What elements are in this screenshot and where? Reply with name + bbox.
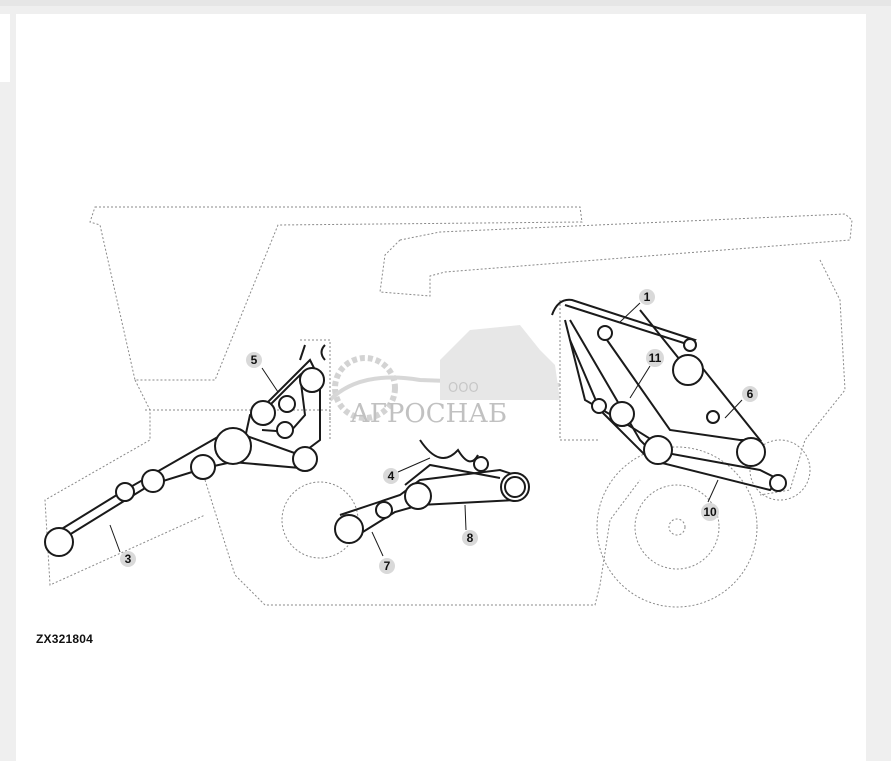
callout-4: 4	[383, 468, 399, 484]
callout-6: 6	[742, 386, 758, 402]
pulley-idler	[706, 410, 720, 424]
combine-silhouette-icon	[440, 325, 560, 400]
svg-text:4: 4	[388, 469, 395, 483]
pulley-idler	[591, 398, 607, 414]
svg-text:10: 10	[703, 505, 717, 519]
callout-11: 11	[646, 349, 664, 367]
callouts: 1 3 4 5 6 7 8 10	[120, 289, 758, 574]
pulley-idler	[292, 446, 318, 472]
belt-group-right	[551, 298, 787, 492]
pulley-idler	[683, 338, 697, 352]
pulley-idler	[276, 421, 294, 439]
watermark-brand-text: АГРОСНАБ	[350, 399, 507, 429]
gear-icon	[332, 355, 398, 421]
figure-code: ZX321804	[36, 632, 93, 646]
belt-group-center	[334, 439, 530, 544]
pulley-center-right-inner	[504, 476, 526, 498]
callout-3: 3	[120, 551, 136, 567]
left-panel-tab	[0, 14, 10, 82]
pulley-idler	[597, 325, 613, 341]
svg-text:5: 5	[251, 353, 258, 367]
belt-group-left	[44, 344, 326, 557]
callout-5: 5	[246, 352, 262, 368]
callout-1: 1	[639, 289, 655, 305]
callout-8: 8	[462, 530, 478, 546]
combine-outline	[44, 206, 853, 608]
svg-text:6: 6	[747, 387, 754, 401]
svg-text:8: 8	[467, 531, 474, 545]
pulley-idler	[375, 501, 393, 519]
pulley-idler	[609, 401, 635, 427]
pulley-center	[404, 482, 432, 510]
pulley-center-drive	[334, 514, 364, 544]
pulley-idler	[473, 456, 489, 472]
pulley-right-upper	[672, 354, 704, 386]
pulley-right-main	[643, 435, 673, 465]
pulley-idler	[141, 469, 165, 493]
svg-text:7: 7	[384, 559, 391, 573]
pulley-main	[214, 427, 252, 465]
pulley-idler	[190, 454, 216, 480]
pulley-idler	[278, 395, 296, 413]
pulley-idler	[769, 474, 787, 492]
callout-7: 7	[379, 558, 395, 574]
pulley-idler	[115, 482, 135, 502]
svg-text:1: 1	[644, 290, 651, 304]
pulley-left-drive	[44, 527, 74, 557]
callout-10: 10	[701, 503, 719, 521]
svg-text:11: 11	[649, 351, 662, 365]
watermark-small-text: ООО	[448, 381, 479, 396]
svg-text:3: 3	[125, 552, 132, 566]
pulley-upper	[299, 367, 325, 393]
pulley-idler	[250, 400, 276, 426]
field-swoosh-icon	[328, 375, 561, 402]
watermark: ООО АГРОСНАБ	[328, 325, 561, 429]
pulley-right-lower	[736, 437, 766, 467]
leader-lines	[109, 302, 743, 557]
top-strip	[0, 0, 891, 6]
